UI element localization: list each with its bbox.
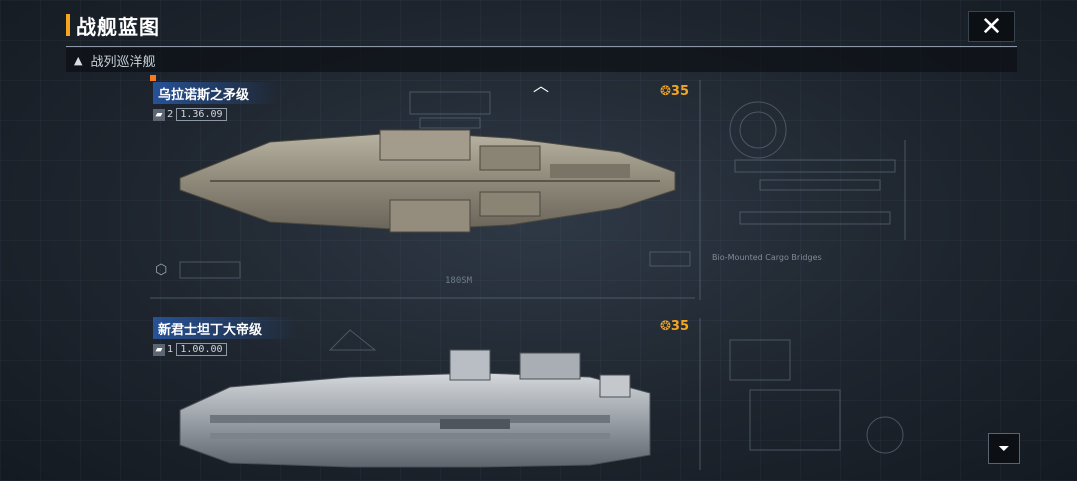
tier-number: 2 — [167, 109, 174, 120]
currency-icon: ❂ — [660, 319, 671, 334]
ship-name: 新君士坦丁大帝级 — [153, 317, 298, 339]
ship-tier-badge: ▰ 2 1.36.09 — [153, 108, 227, 121]
ship-image — [179, 349, 651, 468]
ship-cost: ❂35 — [660, 319, 689, 334]
filter-icon: ⏷ — [998, 440, 1010, 457]
ship-type-icon: ⬡ — [155, 262, 168, 278]
ship-card[interactable]: 乌拉诺斯之矛级 ▰ 2 1.36.09 ❂35 — [150, 75, 695, 280]
tier-icon: ▰ — [153, 108, 165, 121]
page-title: 战舰蓝图 — [76, 14, 160, 39]
header-divider — [66, 46, 1017, 47]
ship-version: 1.36.09 — [176, 108, 227, 121]
cost-value: 35 — [670, 84, 689, 99]
ship-card[interactable]: 新君士坦丁大帝级 ▰ 1 1.00.00 ❂35 — [150, 315, 695, 481]
category-bar: ▲ 战列巡洋舰 — [66, 48, 1017, 72]
ship-cost: ❂35 — [660, 84, 689, 99]
ship-class-icon: ▲ — [74, 53, 83, 67]
scroll-up-icon[interactable]: ︿ — [533, 76, 550, 95]
ship-tier-badge: ▰ 1 1.00.00 — [153, 343, 227, 356]
category-label: 战列巡洋舰 — [90, 54, 156, 70]
close-button[interactable]: ✕ — [968, 11, 1015, 42]
close-icon: ✕ — [980, 11, 1003, 42]
title-accent — [66, 14, 70, 36]
ship-image — [179, 129, 676, 233]
blueprint-scale-label: 180SM — [445, 276, 473, 286]
page-header: 战舰蓝图 — [66, 10, 160, 40]
cost-value: 35 — [670, 319, 689, 334]
ship-version: 1.00.00 — [176, 343, 227, 356]
tier-icon: ▰ — [153, 343, 165, 356]
new-marker — [150, 75, 156, 81]
blueprint-caption: Bio-Mounted Cargo Bridges — [712, 253, 822, 262]
tier-number: 1 — [167, 344, 174, 355]
ship-name: 乌拉诺斯之矛级 — [153, 82, 278, 104]
filter-button[interactable]: ⏷ — [988, 433, 1020, 464]
currency-icon: ❂ — [660, 84, 671, 99]
